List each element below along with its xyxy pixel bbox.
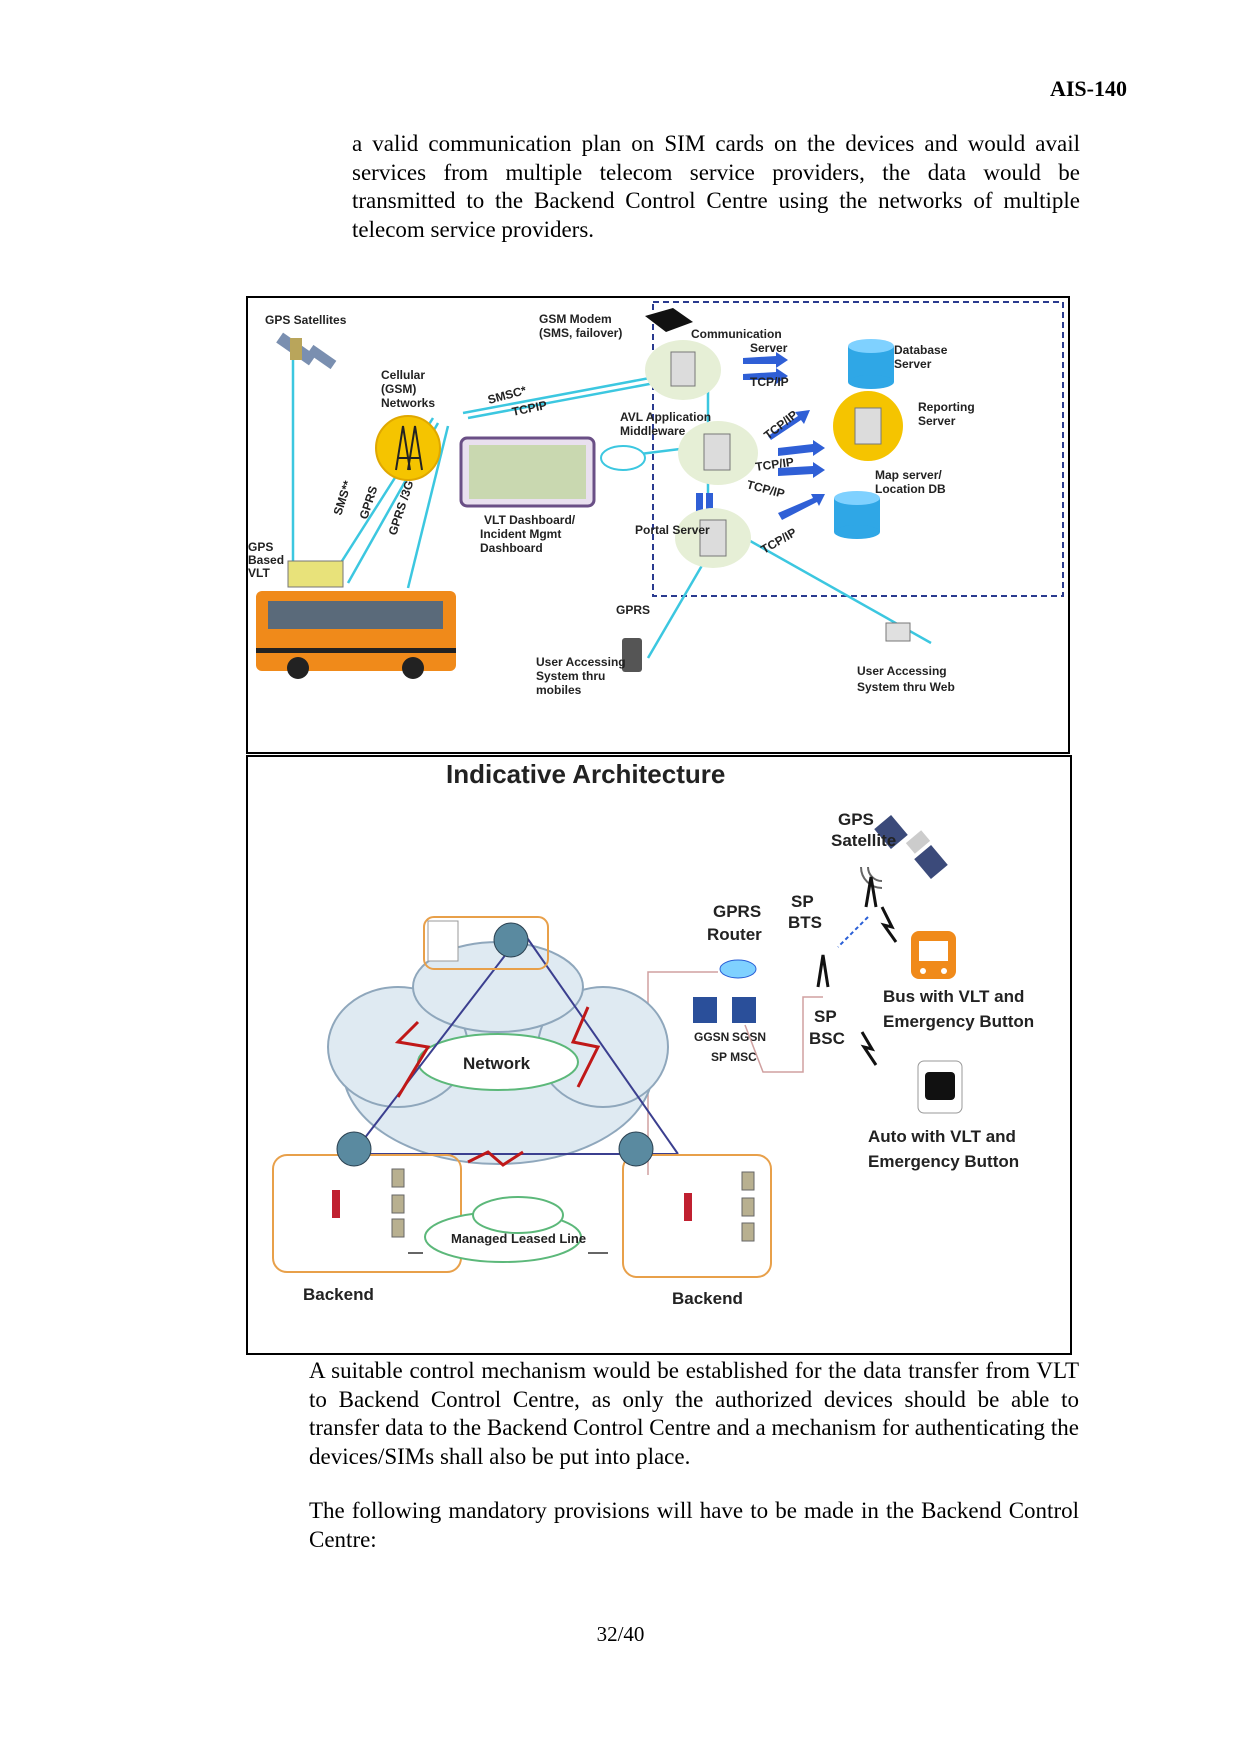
backend-left-box (272, 1154, 462, 1273)
reporting-server-label-2: Server (918, 414, 956, 428)
vlt-dashboard-label-3: Dashboard (480, 541, 543, 555)
cloud-icon (600, 445, 646, 471)
sms-link-label: SMS** (331, 479, 355, 517)
gsm-modem-label-2: (SMS, failover) (539, 326, 622, 340)
backend-boundary (652, 301, 1064, 597)
database-server-label-2: Server (894, 357, 932, 371)
router-icon-right (618, 1131, 654, 1167)
indicative-architecture-figure: Indicative Architecture GPS Satellite SP… (246, 755, 1072, 1355)
gps-vlt-label-1: GPS (248, 540, 273, 554)
map-server-label-2: Location DB (875, 482, 946, 496)
intro-paragraph: a valid communication plan on SIM cards … (352, 131, 1080, 242)
database-server-label-1: Database (894, 343, 948, 357)
cell-tower-icon (395, 425, 423, 471)
provisions-paragraph: The following mandatory provisions will … (309, 1498, 1079, 1552)
vlt-dashboard-label-2: Incident Mgmt (480, 527, 561, 541)
leased-line-label: Managed Leased Line (451, 1231, 586, 1246)
lightning-left (394, 1020, 431, 1098)
avl-label-2: Middleware (620, 424, 686, 438)
bts-tower-icon (864, 876, 878, 908)
tcpip-label-1: TCP/IP (750, 375, 789, 389)
user-web-label-1: User Accessing (857, 664, 947, 678)
gps-satellite-icon (860, 814, 948, 889)
map-server-db-icon (834, 491, 880, 539)
bus-image (256, 591, 456, 679)
gsm-modem-icon (645, 308, 693, 332)
user-web-label-2: System thru Web (857, 680, 955, 694)
web-user-computer-icon (885, 622, 911, 642)
tcpip-label-3: TCP/IP (754, 455, 794, 474)
database-server-icon (848, 339, 894, 389)
auto-icon (917, 1060, 963, 1114)
sp-bsc-label-2: BSC (809, 1029, 845, 1048)
portal-server-label: Portal Server (635, 523, 710, 537)
cellular-label-1: Cellular (381, 368, 425, 382)
tcpip-label-5: TCP/IP (759, 525, 799, 556)
gsm-modem-label-1: GSM Modem (539, 312, 612, 326)
gps-satellite-label-1: GPS (838, 810, 874, 829)
control-paragraph: A suitable control mechanism would be es… (309, 1358, 1079, 1469)
lightning-right (570, 1006, 601, 1088)
router-icon-top (493, 922, 529, 958)
bus-icon (911, 931, 956, 979)
tcpip-label-2: TCP/IP (761, 408, 800, 443)
user-mobile-label-1: User Accessing (536, 655, 626, 669)
signal-icon-2 (860, 1031, 878, 1066)
reporting-server-label-1: Reporting (918, 400, 975, 414)
comm-server-label-1: Communication (691, 327, 782, 341)
router-icon-left (336, 1131, 372, 1167)
gprs-router-icon (719, 959, 757, 979)
vlt-device-icon (287, 560, 344, 588)
cellular-network-icon (375, 415, 441, 481)
tcpip-cellular-label: TCPIP (511, 398, 548, 419)
user-mobile-label-2: System thru (536, 669, 605, 683)
sp-bsc-label-1: SP (814, 1007, 837, 1026)
cellular-label-2: (GSM) (381, 382, 416, 396)
auto-label-2: Emergency Button (868, 1152, 1019, 1171)
avl-label-1: AVL Application (620, 410, 711, 424)
bsc-tower-icon (816, 954, 830, 988)
bus-label-2: Emergency Button (883, 1012, 1034, 1031)
tcp-arrows (696, 352, 825, 520)
gprs-router-label-1: GPRS (713, 902, 761, 921)
lightning-bottom (467, 1150, 524, 1167)
ggsn-label: GGSN (694, 1030, 729, 1044)
network-label: Network (463, 1054, 531, 1073)
mobile-phone-icon (622, 638, 642, 672)
signal-icon-1 (880, 906, 898, 943)
gps-vlt-label-2: Based (248, 553, 284, 567)
ggsn-icon (693, 997, 717, 1023)
gps-vlt-label-3: VLT (248, 566, 270, 580)
backend-left-label: Backend (303, 1285, 374, 1304)
map-server-label-1: Map server/ (875, 468, 942, 482)
gps-satellite-label-2: Satellite (831, 831, 896, 850)
leased-line-cloud (424, 1196, 582, 1263)
firewall-icon-left (332, 1190, 340, 1218)
comm-server-label-2: Server (750, 341, 788, 355)
document-id: AIS-140 (1049, 76, 1127, 101)
gprs-link-label: GPRS (357, 484, 381, 521)
gprs-mobile-label: GPRS (616, 603, 650, 617)
backend-right-label: Backend (672, 1289, 743, 1308)
sgsn-icon (732, 997, 756, 1023)
satellite-icon (276, 332, 337, 370)
firewall-icon-right (684, 1193, 692, 1221)
sp-msc-label: SP MSC (711, 1050, 757, 1064)
sp-bts-label-1: SP (791, 892, 814, 911)
gps-satellites-label: GPS Satellites (265, 313, 347, 327)
auto-label-1: Auto with VLT and (868, 1127, 1016, 1146)
tcpip-label-4: TCP/IP (745, 477, 786, 501)
user-mobile-label-3: mobiles (536, 683, 582, 697)
figure-title: Indicative Architecture (446, 759, 725, 789)
gprs-router-label-2: Router (707, 925, 762, 944)
cellular-label-3: Networks (381, 396, 435, 410)
vlt-dashboard-label-1: VLT Dashboard/ (484, 513, 576, 527)
page-number: 32/40 (596, 1622, 645, 1646)
remote-office-box (423, 916, 549, 970)
backend-right-box (622, 1154, 772, 1278)
bus-label-1: Bus with VLT and (883, 987, 1024, 1006)
system-architecture-figure: GPS Satellites Cellular (GSM) Networks S… (246, 296, 1070, 754)
sp-bts-label-2: BTS (788, 913, 822, 932)
remote-device-icon (427, 920, 459, 962)
